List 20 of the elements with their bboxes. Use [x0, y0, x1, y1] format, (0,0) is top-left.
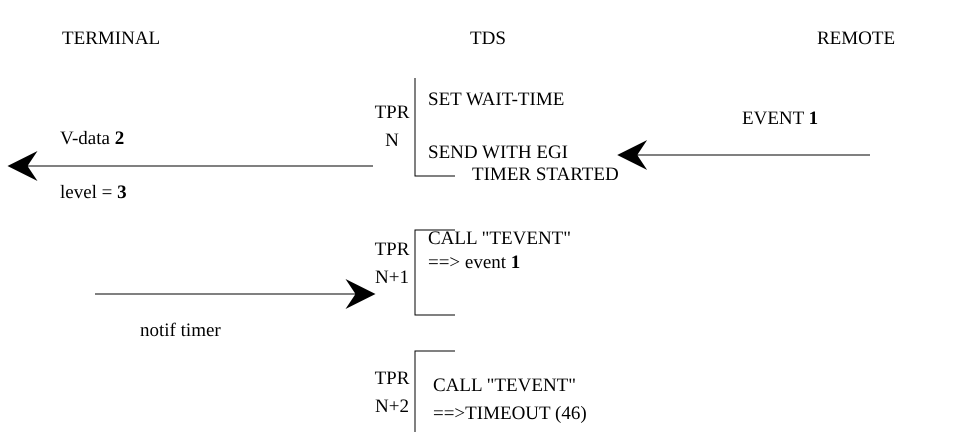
- message-label: level = 3: [60, 182, 127, 204]
- action-text: SET WAIT-TIME: [428, 89, 564, 111]
- step-label: TPR N+1: [374, 238, 410, 290]
- arrow: [94, 279, 376, 309]
- edge-label: notif timer: [140, 320, 221, 342]
- step-label: TPR N+2: [374, 367, 410, 419]
- action-text: CALL "TEVENT": [433, 375, 576, 397]
- edge-label: EVENT 1: [742, 108, 818, 130]
- status-text: TIMER STARTED: [472, 164, 619, 186]
- action-text: CALL "TEVENT": [428, 228, 572, 250]
- edge-label: V-data 2: [60, 128, 124, 150]
- action-text: SEND WITH EGI: [428, 142, 568, 164]
- arrow: [8, 151, 374, 181]
- action-text: ==> event 1: [428, 252, 520, 274]
- column-heading: TERMINAL: [62, 28, 160, 50]
- arrow: [617, 140, 870, 170]
- action-text: ==>TIMEOUT (46): [433, 403, 587, 425]
- column-heading: REMOTE: [817, 28, 896, 50]
- step-label: TPR N: [374, 101, 410, 153]
- column-heading: TDS: [470, 28, 506, 50]
